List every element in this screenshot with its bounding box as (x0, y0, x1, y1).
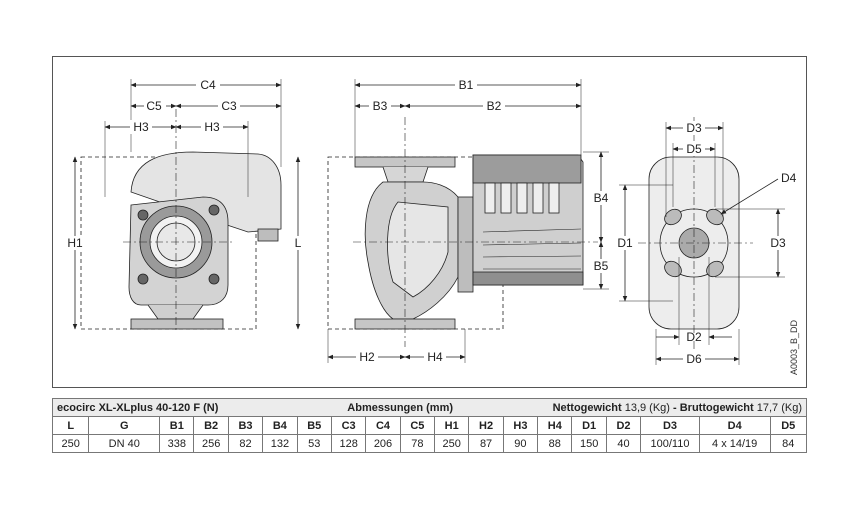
label-h3-right: H3 (204, 120, 220, 134)
label-c3: C3 (221, 99, 237, 113)
label-h3-left: H3 (133, 120, 149, 134)
weight-info: Nettogewicht 13,9 (Kg) - Bruttogewicht 1… (503, 398, 808, 417)
table-cell: 53 (296, 434, 332, 453)
label-b5: B5 (594, 259, 609, 273)
column-header: H4 (537, 416, 573, 435)
motor-housing (130, 151, 282, 233)
table-cell: 338 (159, 434, 195, 453)
table-cell: 250 (51, 434, 90, 453)
dimensions-title: Abmessungen (mm) (297, 398, 504, 417)
table-cell: 132 (262, 434, 298, 453)
column-header: G (88, 416, 161, 435)
technical-drawing: C4 C5 C3 H3 H3 H1 L B1 B3 B2 B4 B5 H2 (52, 56, 807, 388)
drawing-code: A0003_B_DD (789, 319, 799, 375)
flange-view (638, 117, 753, 357)
column-header: D1 (571, 416, 607, 435)
table-cell: 78 (399, 434, 436, 453)
label-h2: H2 (359, 350, 375, 364)
column-header: H2 (468, 416, 504, 435)
column-header: B2 (193, 416, 229, 435)
model-name: ecocirc XL-XLplus 40-120 F (N) (52, 398, 298, 417)
table-cell: 100/110 (640, 434, 700, 453)
gross-weight-value: 17,7 (Kg) (756, 401, 802, 414)
label-d4: D4 (781, 171, 797, 185)
column-header: C3 (330, 416, 367, 435)
label-d1: D1 (617, 236, 633, 250)
table-cell: 128 (330, 434, 367, 453)
label-d5: D5 (686, 142, 702, 156)
drawing-canvas: C4 C5 C3 H3 H3 H1 L B1 B3 B2 B4 B5 H2 (65, 78, 799, 375)
label-d6: D6 (686, 352, 702, 366)
weight-separator: - (669, 401, 680, 414)
table-cell: 82 (227, 434, 264, 453)
label-b1: B1 (459, 78, 474, 92)
column-header: H3 (502, 416, 539, 435)
table-cell: 84 (769, 434, 808, 453)
table-cell: 87 (468, 434, 504, 453)
label-b2: B2 (487, 99, 502, 113)
table-cell: 40 (605, 434, 642, 453)
column-header: C4 (365, 416, 401, 435)
column-header: D5 (769, 416, 808, 435)
front-flange (130, 318, 224, 330)
label-d3-side: D3 (770, 236, 786, 250)
column-header: B1 (159, 416, 195, 435)
table-header-row: ecocirc XL-XLplus 40-120 F (N) Abmessung… (52, 398, 808, 417)
table-cell: 4 x 14/19 (698, 434, 771, 453)
label-h4: H4 (427, 350, 443, 364)
label-b3: B3 (373, 99, 388, 113)
label-d3-top: D3 (686, 121, 702, 135)
table-cell: 88 (537, 434, 573, 453)
gross-weight-label: Bruttogewicht (679, 401, 754, 414)
front-view (80, 109, 282, 332)
table-cell: 90 (502, 434, 539, 453)
column-header: B5 (296, 416, 332, 435)
label-h1: H1 (67, 236, 83, 250)
column-header: B3 (227, 416, 264, 435)
label-b4: B4 (594, 191, 609, 205)
column-header: D3 (640, 416, 700, 435)
column-header: H1 (434, 416, 470, 435)
specification-table: ecocirc XL-XLplus 40-120 F (N) Abmessung… (51, 398, 808, 453)
side-view (327, 117, 598, 347)
label-c4: C4 (200, 78, 216, 92)
column-header: B4 (262, 416, 298, 435)
net-weight-label: Nettogewicht (552, 401, 622, 414)
table-cell: 206 (365, 434, 401, 453)
flange-dimensions (619, 122, 785, 365)
table-cell: 250 (434, 434, 470, 453)
label-l: L (295, 236, 302, 250)
column-header: L (51, 416, 90, 435)
table-cell: 150 (571, 434, 607, 453)
label-c5: C5 (146, 99, 162, 113)
column-header: C5 (399, 416, 436, 435)
net-weight-value: 13,9 (Kg) (624, 401, 670, 414)
label-d2: D2 (686, 330, 702, 344)
column-header: D4 (698, 416, 771, 435)
table-cell: DN 40 (88, 434, 161, 453)
column-header: D2 (605, 416, 642, 435)
table-cell: 256 (193, 434, 229, 453)
